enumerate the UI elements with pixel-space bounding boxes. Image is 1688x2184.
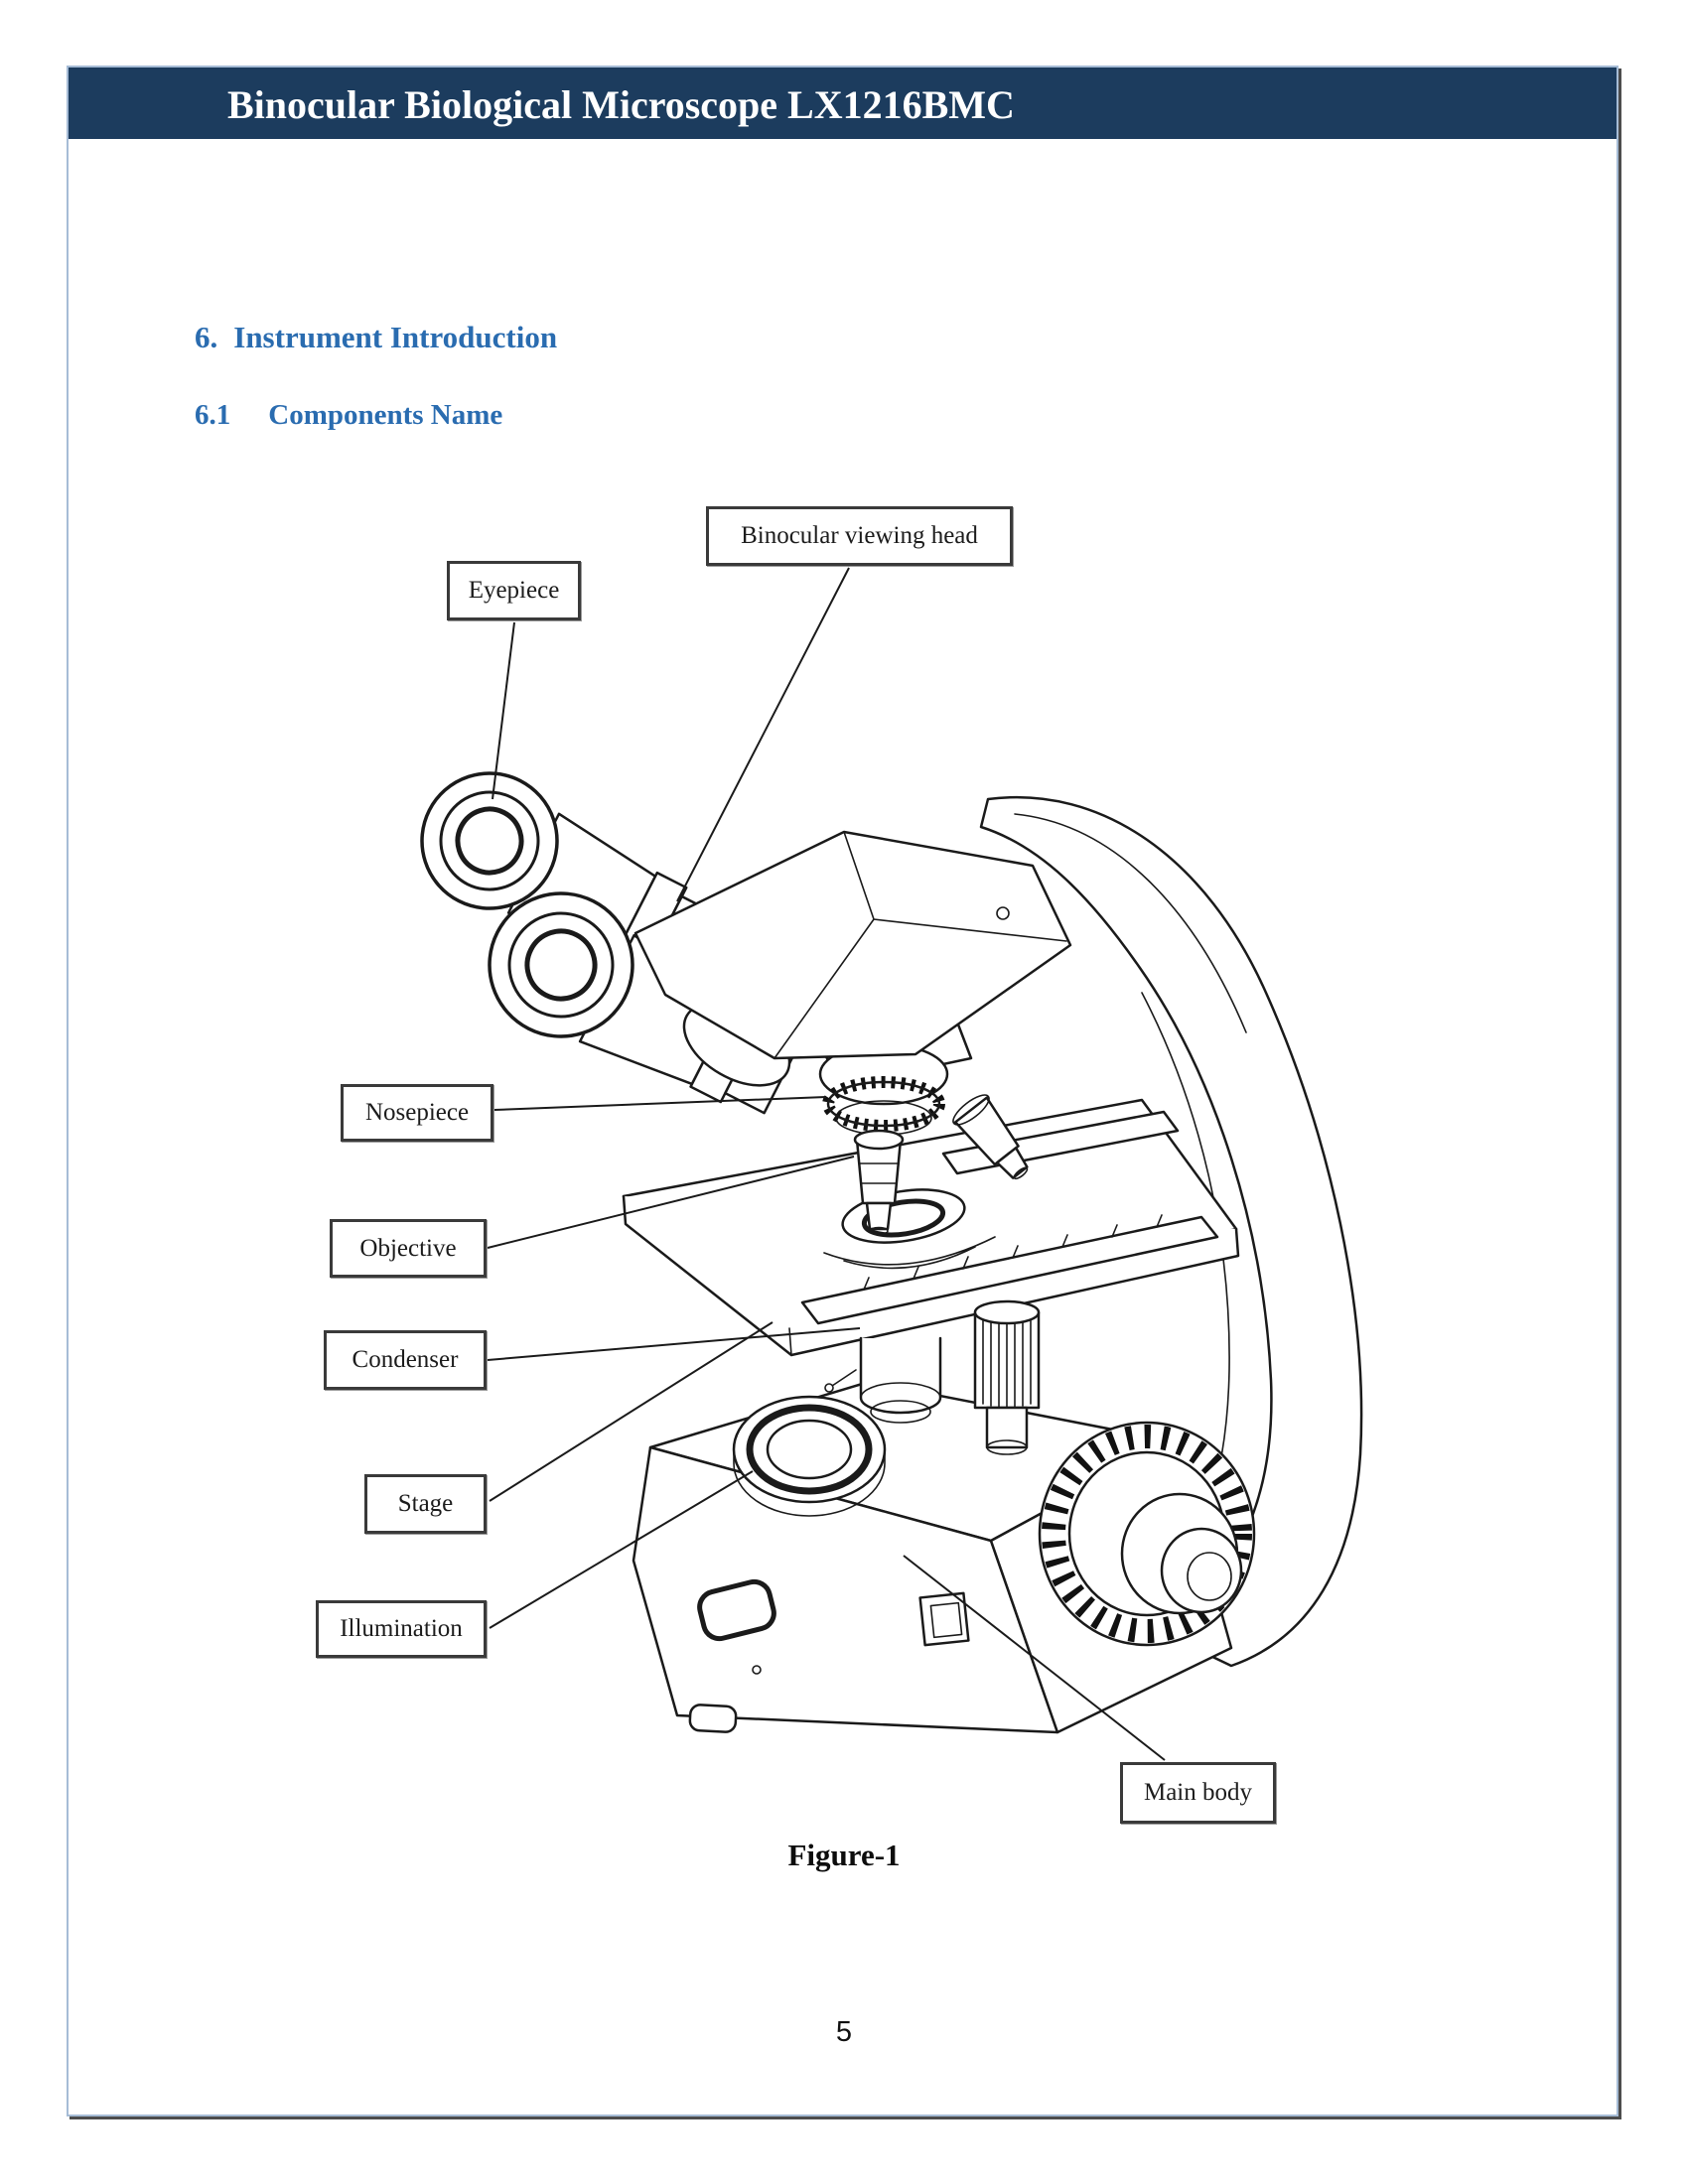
section-title: Instrument Introduction — [233, 320, 558, 354]
label-objective: Objective — [330, 1219, 487, 1278]
condenser — [824, 1336, 942, 1424]
figure-caption: Figure-1 — [787, 1838, 901, 1872]
power-switch — [918, 1591, 970, 1647]
header-bar: Binocular Biological Microscope LX1216BM… — [69, 68, 1617, 139]
label-binocular-viewing-head: Binocular viewing head — [706, 506, 1013, 566]
label-stage: Stage — [364, 1474, 487, 1534]
microscope-stage — [622, 1098, 1240, 1357]
illumination-lens-ring — [732, 1395, 887, 1517]
leader-lines — [487, 567, 1166, 1761]
subsection-title: Components Name — [268, 399, 503, 431]
label-main-body: Main body — [1120, 1762, 1276, 1824]
stage-coaxial-knob — [973, 1299, 1041, 1455]
label-eyepiece: Eyepiece — [447, 561, 581, 620]
document-title: Binocular Biological Microscope LX1216BM… — [227, 82, 1015, 127]
section-heading: 6. Instrument Introduction — [195, 320, 557, 355]
label-nosepiece: Nosepiece — [341, 1084, 493, 1142]
focus-knob — [1038, 1421, 1256, 1647]
microscope-diagram — [420, 567, 1363, 1761]
label-illumination: Illumination — [316, 1600, 487, 1658]
section-number: 6. — [195, 320, 218, 354]
subsection-number: 6.1 — [195, 399, 231, 431]
objective-lens — [853, 1094, 1029, 1236]
subsection-heading: 6.1 Components Name — [195, 399, 502, 432]
label-condenser: Condenser — [324, 1330, 487, 1390]
page-number: 5 — [835, 2016, 853, 2048]
binocular-head — [633, 830, 1072, 1060]
